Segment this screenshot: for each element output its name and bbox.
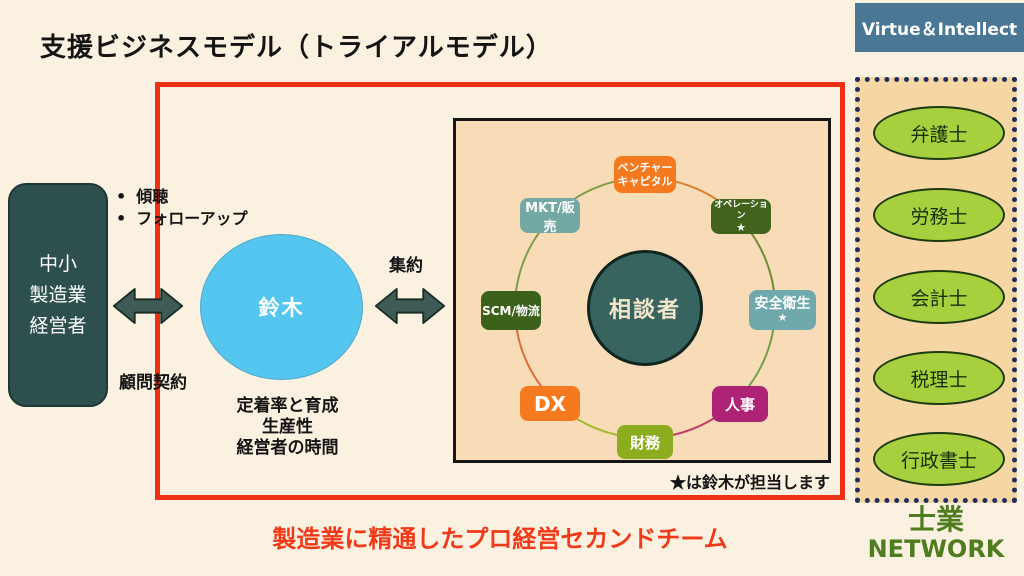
profession-ellipse-tax: 税理士 [873, 351, 1005, 405]
node-label: 安全衛生 [754, 295, 811, 312]
profession-ellipse-labor: 労務士 [873, 188, 1005, 242]
professional-network-panel: 弁護士 労務士 会計士 税理士 行政書士 [855, 77, 1017, 503]
support-bullet-list: • 傾聴 • フォローアップ [116, 186, 248, 230]
client-box-line: 中小 [38, 252, 77, 275]
node-venture-capital: ベンチャー キャピタル [614, 156, 676, 193]
outcomes-line: 生産性 [262, 417, 313, 437]
node-hr: 人事 [712, 386, 768, 422]
node-label: MKT/販売 [525, 200, 575, 235]
bullet-label: フォローアップ [136, 209, 248, 228]
client-box: 中小 製造業 経営者 [8, 183, 108, 407]
outcomes-line: 経営者の時間 [236, 438, 339, 458]
profession-ellipse-lawyer: 弁護士 [873, 106, 1005, 160]
node-scm-logistics: SCM/物流 [481, 291, 541, 330]
node-label: DX [533, 391, 567, 416]
profession-label: 税理士 [910, 368, 968, 391]
list-item: • 傾聴 [116, 186, 248, 208]
brand-badge: Virtue＆Intellect [855, 3, 1024, 52]
client-box-line: 経営者 [29, 314, 87, 337]
outcomes-text: 定着率と育成 生産性 経営者の時間 [210, 396, 365, 459]
consultee-circle: 相談者 [587, 250, 703, 366]
double-arrow-icon [112, 287, 184, 324]
list-item: • フォローアップ [116, 208, 248, 230]
client-box-line: 製造業 [29, 283, 87, 306]
profession-ellipse-accountant: 会計士 [873, 270, 1005, 324]
node-label: 人事 [724, 395, 755, 414]
node-safety-hygiene: 安全衛生 ★ [749, 290, 816, 330]
node-finance: 財務 [617, 425, 673, 459]
bullet-label: 傾聴 [136, 187, 169, 206]
profession-label: 労務士 [910, 205, 968, 228]
node-label: SCM/物流 [482, 304, 540, 318]
bullet-dot: • [116, 209, 127, 228]
star-icon: ★ [777, 310, 788, 324]
node-mkt-sales: MKT/販売 [520, 198, 580, 235]
node-label: 財務 [629, 433, 660, 452]
double-arrow-icon [374, 287, 446, 324]
advisory-contract-label: 顧問契約 [119, 373, 187, 393]
suzuki-label: 鈴木 [258, 296, 305, 320]
star-icon: ★ [736, 220, 746, 234]
outcomes-line: 定着率と育成 [236, 396, 339, 416]
consultee-label: 相談者 [608, 298, 681, 323]
node-label: キャピタル [617, 174, 673, 188]
brand-badge-label: Virtue＆Intellect [861, 20, 1018, 40]
page-title: 支援ビジネスモデル（トライアルモデル） [40, 33, 553, 63]
network-caption-line: 士業 [907, 503, 964, 536]
suzuki-circle: 鈴木 [200, 234, 363, 380]
network-caption: 士業 NETWORK [855, 503, 1017, 563]
trial-model-frame [155, 82, 845, 500]
network-caption-line: NETWORK [867, 535, 1005, 563]
star-note: ★は鈴木が担当します [669, 473, 830, 492]
bullet-dot: • [116, 187, 127, 206]
profession-ellipse-scrivener: 行政書士 [873, 432, 1005, 486]
footer-tagline: 製造業に精通したプロ経営セカンドチーム [272, 525, 728, 553]
profession-label: 行政書士 [900, 449, 977, 472]
node-label: ベンチャー [617, 160, 673, 174]
advisor-hub-panel: 相談者 ベンチャー キャピタル オペレーション ★ MKT/販売 SCM/物流 … [453, 118, 831, 463]
profession-label: 会計士 [910, 287, 968, 310]
node-operation: オペレーション ★ [711, 199, 771, 234]
node-dx: DX [520, 386, 580, 421]
node-label: オペレーション [714, 199, 768, 221]
aggregation-label: 集約 [389, 256, 423, 276]
profession-label: 弁護士 [910, 123, 968, 146]
